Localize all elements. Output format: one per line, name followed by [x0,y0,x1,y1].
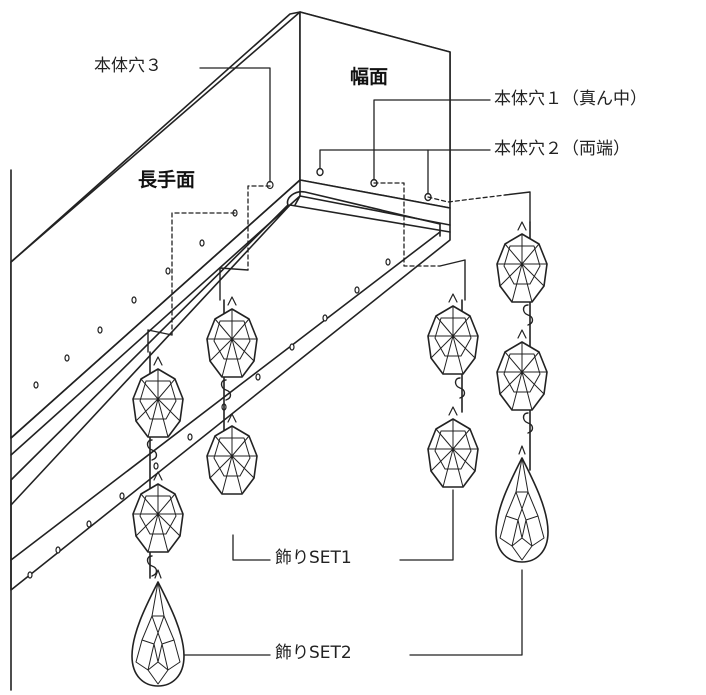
leader-lines [184,67,523,656]
ornament-set1-right [427,293,479,488]
label-hole1: 本体穴１（真ん中） [494,89,647,109]
label-hole3: 本体穴３ [94,56,162,76]
label-long-face: 長手面 [138,169,196,191]
hook-brackets [147,191,531,353]
label-set1: 飾りSET1 [275,548,352,568]
long-face-holes [27,180,391,579]
label-width-face: 幅面 [350,66,389,88]
fixture-box [10,11,451,591]
ornament-set1-left [206,296,258,495]
ornament-set2-left [131,351,185,687]
hanging-wires [171,182,506,336]
ornament-set2-right [495,221,549,563]
label-set2: 飾りSET2 [275,643,352,663]
label-hole2: 本体穴２（両端） [494,139,630,159]
